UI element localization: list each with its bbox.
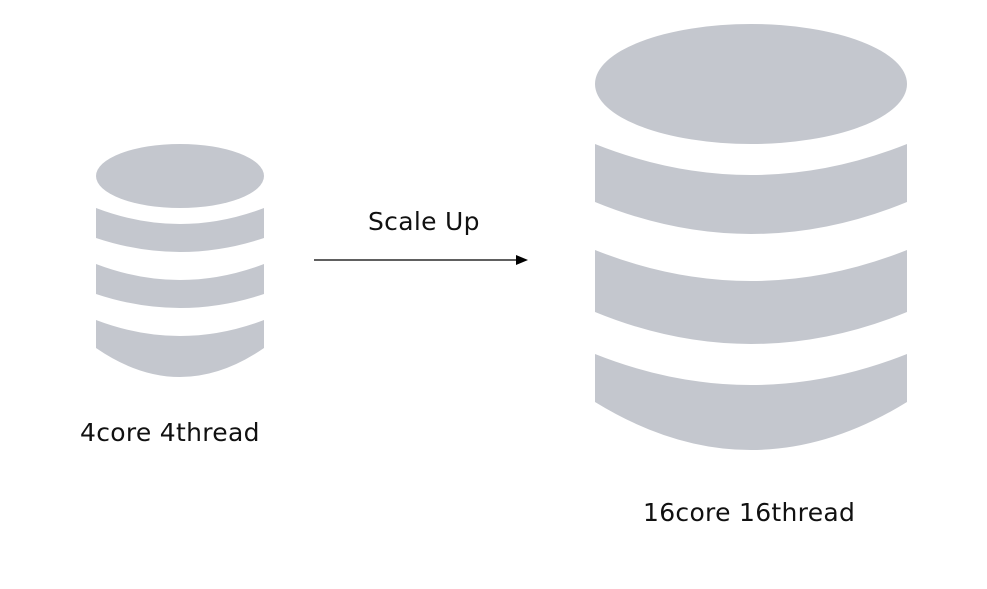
arrow-right-icon bbox=[314, 255, 528, 265]
scale-up-label: Scale Up bbox=[368, 207, 480, 236]
target-capacity-label: 16core 16thread bbox=[643, 498, 856, 527]
database-icon bbox=[96, 144, 264, 377]
source-capacity-label: 4core 4thread bbox=[80, 418, 260, 447]
database-icon bbox=[595, 24, 907, 450]
